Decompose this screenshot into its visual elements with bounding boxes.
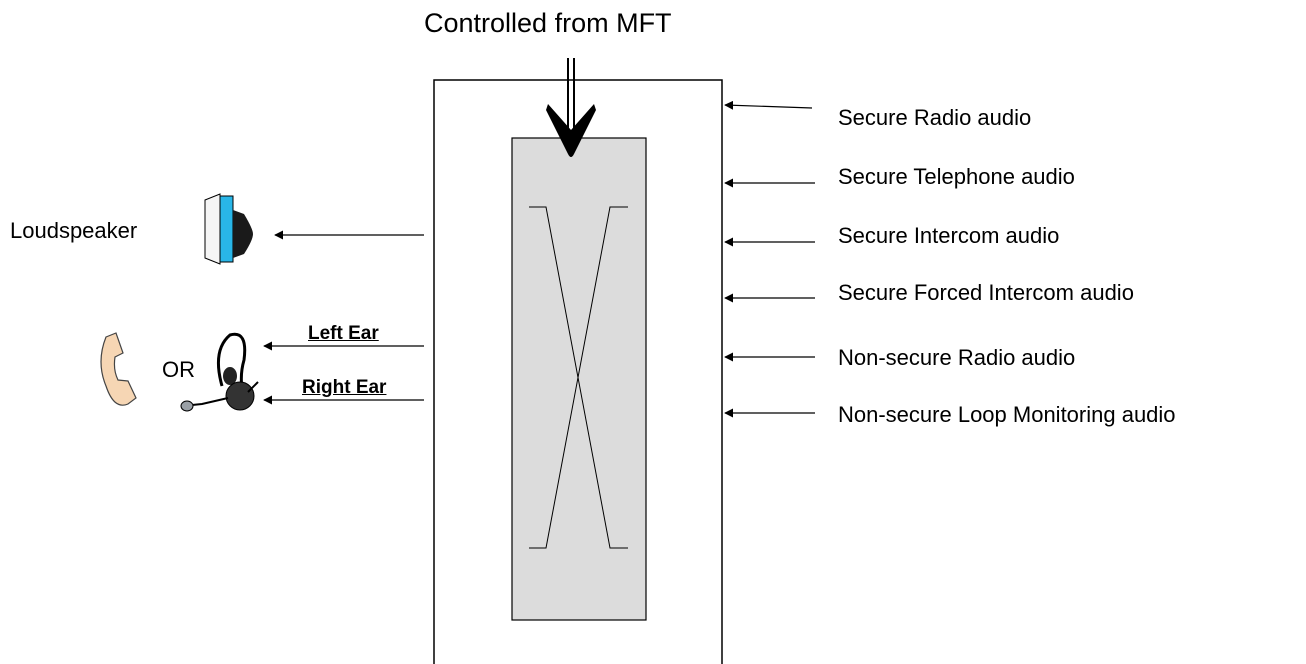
output-arrows	[263, 230, 424, 405]
input-label-secure-intercom: Secure Intercom audio	[838, 223, 1060, 248]
input-label-nonsecure-loop-monitoring: Non-secure Loop Monitoring audio	[838, 402, 1176, 427]
or-label: OR	[162, 357, 195, 382]
headset-icon	[180, 332, 259, 412]
input-arrow	[724, 100, 813, 110]
crosspoint-x	[529, 206, 628, 549]
input-label-nonsecure-radio: Non-secure Radio audio	[838, 345, 1076, 370]
left-ear-label: Left Ear	[308, 323, 379, 344]
loudspeaker-icon	[204, 193, 253, 265]
right-ear-label: Right Ear	[302, 377, 387, 398]
diagram-title: Controlled from MFT	[424, 8, 672, 38]
input-label-secure-telephone: Secure Telephone audio	[838, 164, 1075, 189]
telephone-handset-icon	[100, 332, 137, 406]
loudspeaker-label: Loudspeaker	[10, 218, 138, 243]
switch-matrix	[511, 137, 647, 621]
control-arrow	[546, 58, 596, 157]
input-label-secure-forced-intercom: Secure Forced Intercom audio	[838, 280, 1134, 305]
input-label-secure-radio: Secure Radio audio	[838, 105, 1032, 130]
input-arrows	[724, 100, 815, 418]
